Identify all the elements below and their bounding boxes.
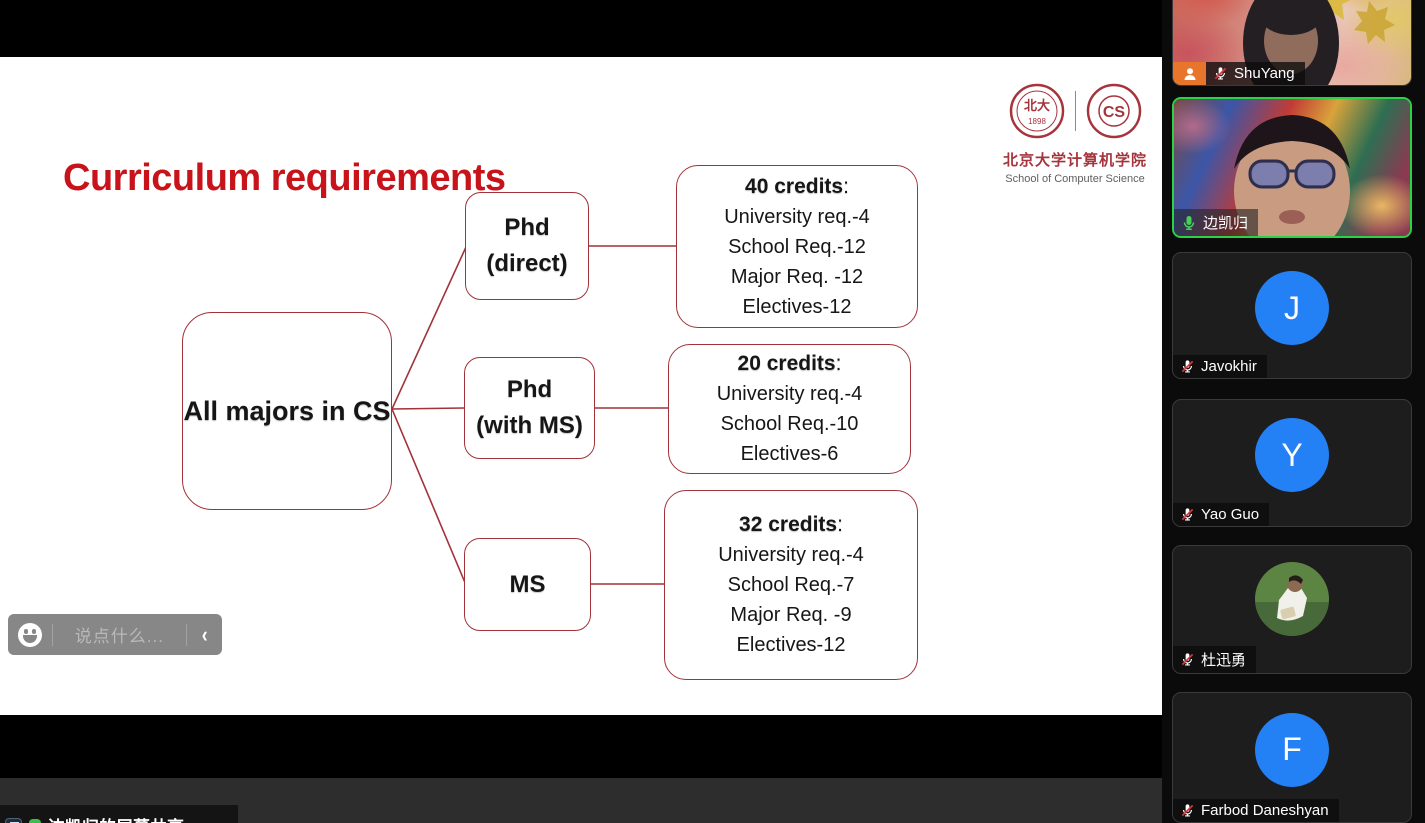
participant-tile-yaoguo[interactable]: Y Yao Guo — [1172, 399, 1412, 527]
participant-name-label: Yao Guo — [1173, 503, 1270, 526]
svg-text:1898: 1898 — [1028, 117, 1046, 126]
logo-divider — [1074, 91, 1076, 131]
participant-tile-biankaigui[interactable]: 边凯归 — [1172, 97, 1412, 238]
credits-item: University req.-4 — [716, 383, 863, 405]
credits-item: School Req.-10 — [720, 413, 859, 435]
participant-name-label: ShuYang — [1206, 62, 1305, 85]
credits-item: Major Req. -12 — [730, 265, 864, 288]
taskbar-strip: 边凯归的屏幕共享 — [0, 778, 1162, 823]
node-label-line: Phd — [504, 214, 550, 241]
credits-box-phd-with-ms: 20 credits: University req.-4 School Req… — [668, 344, 911, 474]
credits-item: School Req.-7 — [727, 574, 855, 596]
participant-tile-javokhir[interactable]: J Javokhir — [1172, 252, 1412, 379]
participant-name-label: 杜迅勇 — [1173, 646, 1257, 673]
chat-input[interactable]: 说点什么... — [74, 627, 164, 646]
cs-school-seal-icon: CS — [1086, 83, 1141, 139]
credits-colon: : — [843, 174, 849, 198]
chat-collapse-icon[interactable]: ‹ — [201, 621, 208, 647]
mic-muted-icon — [1181, 508, 1194, 521]
school-name-cn: 北京大学计算机学院 — [1002, 152, 1147, 169]
participant-name: Farbod Daneshyan — [1201, 802, 1329, 819]
credits-box-ms: 32 credits: University req.-4 School Req… — [664, 490, 918, 680]
presentation-slide: Curriculum requirements 北大 1898 CS — [0, 57, 1162, 715]
node-label-line: (with MS) — [476, 412, 583, 439]
credits-item: Electives-6 — [740, 443, 839, 465]
participant-name: 杜迅勇 — [1201, 652, 1247, 669]
chat-divider — [185, 623, 187, 646]
mic-active-icon — [1183, 215, 1195, 230]
root-box-label: All majors in CS — [183, 395, 391, 426]
avatar-photo — [1255, 562, 1329, 637]
credits-colon: : — [837, 513, 843, 536]
diagram-node-phd-with-ms: Phd (with MS) — [464, 357, 595, 459]
svg-text:CS: CS — [1102, 104, 1125, 121]
emoji-icon[interactable] — [18, 622, 42, 647]
mic-muted-icon — [1181, 653, 1194, 666]
credits-item: Electives-12 — [736, 634, 846, 656]
credits-colon: : — [835, 352, 842, 375]
diagram-root-box: All majors in CS — [182, 312, 392, 510]
credits-title: 40 credits — [745, 174, 844, 198]
mic-muted-icon — [1214, 67, 1227, 80]
avatar-initial: F — [1255, 712, 1329, 787]
participants-sidebar: ShuYang — [1162, 0, 1425, 823]
credits-item: University req.-4 — [724, 205, 870, 228]
mic-muted-icon — [1181, 804, 1194, 817]
person-silhouette — [1234, 115, 1350, 236]
participant-tile-farbod[interactable]: F Farbod Daneshyan — [1172, 692, 1412, 823]
credits-item: School Req.-12 — [728, 235, 866, 258]
credits-box-phd-direct: 40 credits: University req.-4 School Req… — [676, 165, 918, 328]
participant-name: ShuYang — [1234, 65, 1295, 82]
node-label-line: Phd — [506, 376, 553, 403]
credits-item: Major Req. -9 — [730, 604, 852, 626]
participant-name: Javokhir — [1201, 358, 1257, 375]
school-name-en: School of Computer Science — [1005, 173, 1145, 185]
share-banner-text: 边凯归的屏幕共享 — [48, 813, 184, 823]
shared-screen-area: Curriculum requirements 北大 1898 CS — [0, 57, 1162, 823]
slide-title: Curriculum requirements — [63, 157, 506, 199]
node-label-line: MS — [509, 570, 546, 598]
role-badge-icon — [1173, 62, 1206, 85]
peking-university-seal-icon: 北大 1898 — [1009, 83, 1064, 139]
diagram-node-ms: MS — [464, 538, 591, 631]
screen-share-icon — [5, 817, 22, 823]
chat-divider — [52, 623, 53, 646]
node-label-line: (direct) — [486, 250, 568, 277]
credits-item: Electives-12 — [742, 295, 852, 318]
avatar-initial: Y — [1255, 418, 1329, 493]
credits-title: 20 credits — [737, 352, 836, 375]
avatar-initial: J — [1255, 271, 1329, 345]
participant-name: Yao Guo — [1201, 506, 1260, 523]
chat-input-pill[interactable]: 说点什么... ‹ — [8, 614, 222, 655]
credits-item: University req.-4 — [718, 544, 864, 566]
participant-name-label: Javokhir — [1173, 355, 1267, 378]
screen-share-banner: 边凯归的屏幕共享 — [0, 805, 238, 823]
audio-status-icon — [29, 819, 41, 823]
participant-name-label: 边凯归 — [1174, 209, 1259, 236]
participant-tile-shuyang[interactable]: ShuYang — [1172, 0, 1412, 86]
mic-muted-icon — [1181, 360, 1194, 373]
credits-title: 32 credits — [739, 513, 838, 536]
participant-name-label: Farbod Daneshyan — [1173, 799, 1339, 822]
university-logo: 北大 1898 CS 北京大学计算机学院 School of Computer … — [995, 75, 1155, 185]
svg-text:北大: 北大 — [1023, 98, 1049, 113]
diagram-node-phd-direct: Phd (direct) — [465, 192, 589, 300]
participant-name: 边凯归 — [1203, 215, 1249, 232]
participant-tile-duxunyong[interactable]: 杜迅勇 — [1172, 545, 1412, 674]
